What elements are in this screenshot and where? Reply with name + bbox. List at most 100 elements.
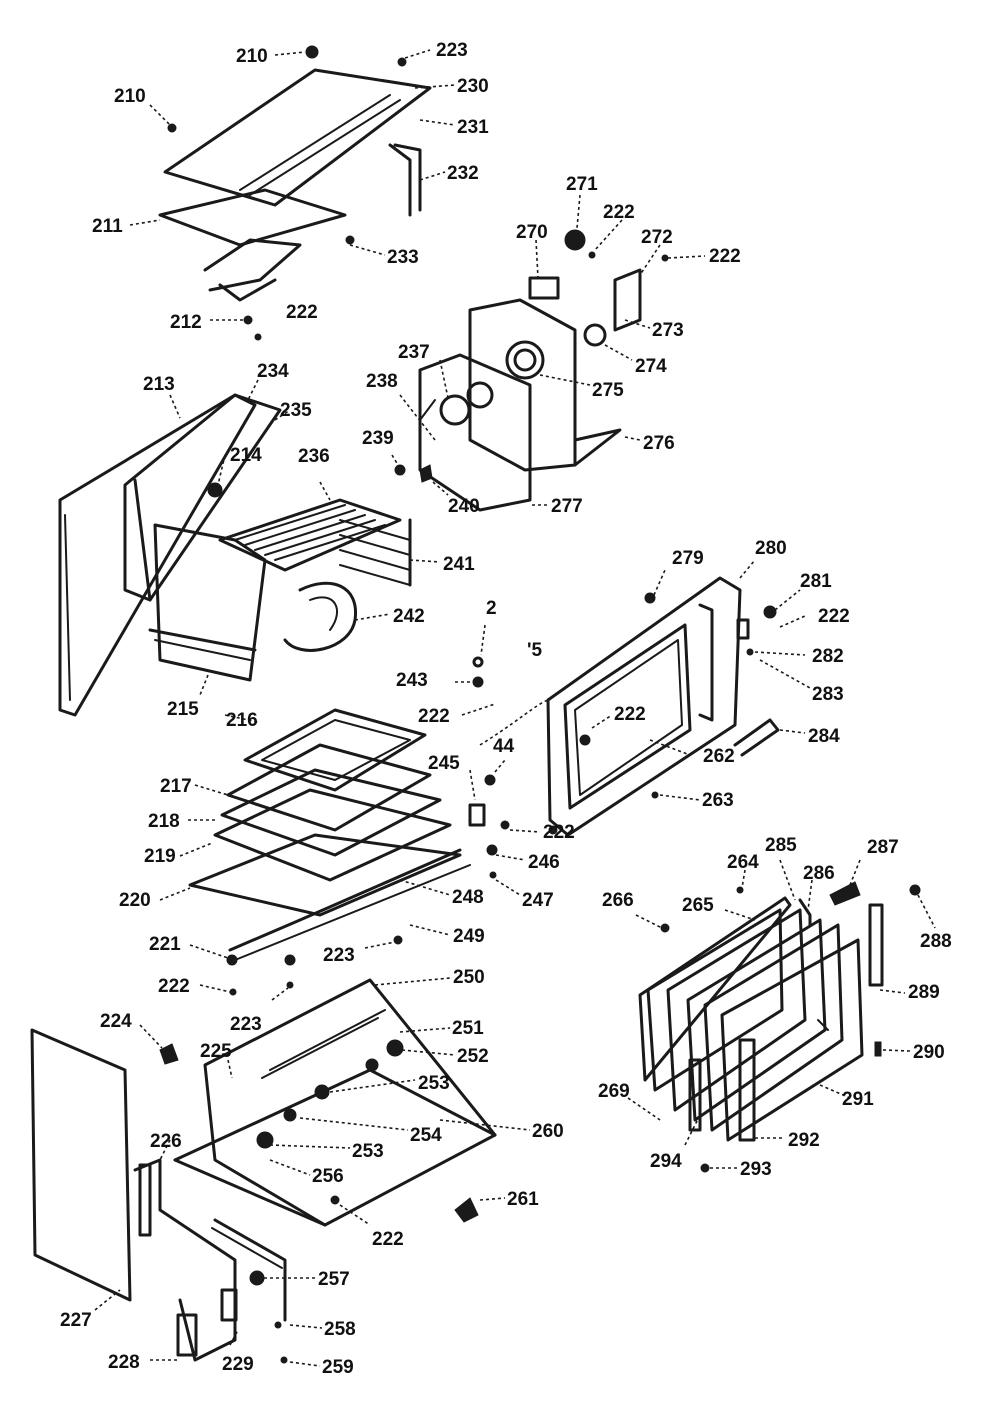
callout-218: 218 [148,811,180,832]
callout-277: 277 [551,496,583,517]
callout-222: 222 [372,1229,404,1250]
callout-293: 293 [740,1159,772,1180]
callout-258: 258 [324,1319,356,1340]
callout-225: 225 [200,1041,232,1062]
callout-280: 280 [755,538,787,559]
callout-274: 274 [635,356,667,377]
callout-213: 213 [143,374,175,395]
callout-261: 261 [507,1189,539,1210]
callout-219: 219 [144,846,176,867]
callout-245: 245 [428,753,460,774]
callout-271: 271 [566,174,598,195]
callout-238: 238 [366,371,398,392]
callout-262: 262 [703,746,735,767]
callout-235: 235 [280,400,312,421]
callout-240: 240 [448,496,480,517]
callout-281: 281 [800,571,832,592]
callout-270: 270 [516,222,548,243]
callout-230: 230 [457,76,489,97]
callout-231: 231 [457,117,489,138]
callout-292: 292 [788,1130,820,1151]
callout-2: 2 [486,598,497,619]
callout-226: 226 [150,1131,182,1152]
callout-222: 222 [418,706,450,727]
callout-290: 290 [913,1042,945,1063]
callout-249: 249 [453,926,485,947]
callout-217: 217 [160,776,192,797]
callout-248: 248 [452,887,484,908]
callout-243: 243 [396,670,428,691]
control-housing-assembly [394,229,669,512]
callout-216: 216 [226,710,258,731]
callout-263: 263 [702,790,734,811]
callout-272: 272 [641,227,673,248]
callout-228: 228 [108,1352,140,1373]
callout-287: 287 [867,837,899,858]
callout-labels: 210 223 210 230 231 232 211 233 212 222 … [60,40,952,1378]
callout-210: 210 [114,86,146,107]
callout-259: 259 [322,1357,354,1378]
side-panel-assembly [30,1028,288,1364]
callout-257: 257 [318,1269,350,1290]
callout-266: 266 [602,890,634,911]
callout-246: 246 [528,852,560,873]
callout-237: 237 [398,342,430,363]
callout-222: 222 [158,976,190,997]
callout-273: 273 [652,320,684,341]
callout-223: 223 [436,40,468,61]
callout-276: 276 [643,433,675,454]
callout-260: 260 [532,1121,564,1142]
callout-265: 265 [682,895,714,916]
callout-44: 44 [493,736,515,757]
callout-242: 242 [393,606,425,627]
callout-254: 254 [410,1125,442,1146]
callout-210: 210 [236,46,268,67]
callout-282: 282 [812,646,844,667]
callout-251: 251 [452,1018,484,1039]
callout-241: 241 [443,554,475,575]
callout-253: 253 [418,1073,450,1094]
callout-256: 256 [312,1166,344,1187]
callout-247: 247 [522,890,554,911]
callout-294: 294 [650,1151,682,1172]
callout-214: 214 [230,445,262,466]
callout-252: 252 [457,1046,489,1067]
callout-222: 222 [603,202,635,223]
callout-212: 212 [170,312,202,333]
callout-250: 250 [453,967,485,988]
callout-286: 286 [803,863,835,884]
callout-221: 221 [149,934,181,955]
callout-222: 222 [543,822,575,843]
callout-234: 234 [257,361,289,382]
top-cover-assembly [158,45,432,341]
callout-5: '5 [527,640,543,661]
callout-253: 253 [352,1141,384,1162]
callout-223: 223 [323,945,355,966]
callout-264: 264 [727,852,759,873]
callout-289: 289 [908,982,940,1003]
pan-stack-assembly [188,708,471,996]
door-frame-assembly [468,576,780,879]
callout-233: 233 [387,247,419,268]
callout-227: 227 [60,1310,92,1331]
callout-222: 222 [709,246,741,267]
callout-279: 279 [672,548,704,569]
drawer-assembly [159,978,497,1227]
oven-body-assembly [58,393,412,717]
callout-229: 229 [222,1354,254,1375]
callout-288: 288 [920,931,952,952]
callout-269: 269 [598,1081,630,1102]
callout-222: 222 [614,704,646,725]
callout-283: 283 [812,684,844,705]
callout-220: 220 [119,890,151,911]
callout-223: 223 [230,1014,262,1035]
callout-291: 291 [842,1089,874,1110]
callout-222: 222 [286,302,318,323]
callout-239: 239 [362,428,394,449]
callout-222: 222 [818,606,850,627]
callout-285: 285 [765,835,797,856]
oven-door-assembly [638,881,921,1173]
callout-232: 232 [447,163,479,184]
callout-275: 275 [592,380,624,401]
